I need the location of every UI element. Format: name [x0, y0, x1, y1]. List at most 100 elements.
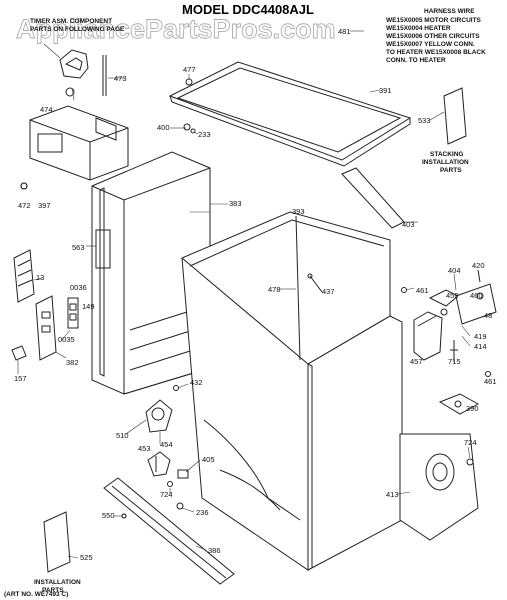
control-board-382 — [35, 295, 67, 361]
pin-437 — [307, 273, 323, 293]
clip-400 — [183, 123, 196, 134]
part-number: 383 — [229, 199, 242, 208]
timer-note: TIMER ASM. COMPONENT PARTS ON FOLLOWING … — [30, 18, 125, 33]
part-number: 481 — [338, 27, 351, 36]
heater-460 — [455, 283, 497, 325]
part-number: 404 — [448, 266, 461, 275]
timer-line: PARTS ON FOLLOWING PAGE — [30, 26, 125, 33]
part-number: 391 — [379, 86, 392, 95]
screw-432 — [173, 385, 179, 391]
part-number: 0036 — [70, 283, 87, 292]
part-number: 157 — [14, 374, 27, 383]
part-number: 414 — [474, 342, 487, 351]
part-number: 405 — [202, 455, 215, 464]
installation-caption: PARTS — [42, 587, 64, 594]
part-number: 413 — [386, 490, 399, 499]
part-715 — [450, 340, 458, 362]
part-number: 459 — [446, 291, 459, 300]
installation-caption: INSTALLATION — [34, 579, 81, 586]
stacking-kit-533 — [443, 87, 467, 145]
part-number: 454 — [160, 440, 173, 449]
front-control-panel-13 — [13, 249, 35, 303]
bracket-453 — [147, 451, 171, 477]
part-number: 533 — [418, 116, 431, 125]
part-number: 233 — [198, 130, 211, 139]
part-number: 390 — [466, 404, 479, 413]
part-number: 403 — [402, 220, 415, 229]
screw-550 — [121, 513, 127, 519]
harness-line: WE15X0005 MOTOR CIRCUITS — [386, 17, 482, 24]
stacking-caption: STACKING — [430, 151, 463, 158]
part-number: 478 — [268, 285, 281, 294]
screw-461-bottom — [485, 371, 491, 377]
part-number: 472 — [18, 201, 31, 210]
rear-panel-413 — [399, 433, 479, 541]
screw-472 — [20, 182, 28, 190]
part-number: 0035 — [58, 335, 75, 344]
timer-line: TIMER ASM. COMPONENT — [30, 18, 112, 25]
part-number: 457 — [410, 357, 423, 366]
screw-724-right — [466, 458, 474, 466]
part-number: 563 — [72, 243, 85, 252]
part-number: 382 — [66, 358, 79, 367]
part-number: 149 — [82, 302, 95, 311]
part-405 — [177, 469, 189, 479]
installation-kit-525 — [43, 511, 71, 573]
motor-bracket-457 — [413, 311, 443, 361]
part-number: 510 — [116, 431, 129, 440]
seal-390 — [438, 393, 480, 415]
part-number: 724 — [160, 490, 173, 499]
timer-motor-assembly — [43, 43, 89, 101]
part-number: 419 — [474, 332, 487, 341]
part-number: 453 — [138, 444, 151, 453]
part-number: 437 — [322, 287, 335, 296]
part-number: 550 — [102, 511, 115, 520]
part-number: 236 — [196, 508, 209, 517]
screw-461-top — [401, 287, 415, 293]
harness-line: TO HEATER WE15X0008 BLACK — [386, 49, 486, 56]
screw-473 — [102, 55, 124, 96]
part-number: 474 — [40, 105, 53, 114]
harness-line: WE15X0006 OTHER CIRCUITS — [386, 33, 480, 40]
screw-724-left — [167, 481, 173, 487]
switch-149 — [67, 297, 79, 329]
cabinet-393 — [181, 211, 403, 571]
part-number: 393 — [292, 207, 305, 216]
stacking-caption: PARTS — [440, 167, 462, 174]
cabinet-housing-397 — [20, 105, 129, 190]
art-number: (ART NO. WE7493 C) — [4, 591, 68, 598]
part-157 — [11, 345, 27, 361]
harness-title: HARNESS WIRE — [424, 8, 475, 15]
part-labels: 481 473 477 391 474 400 233 533 472 397 … — [14, 27, 497, 562]
part-number: 461 — [416, 286, 429, 295]
part-number: 460 — [470, 291, 483, 300]
part-number: 525 — [80, 553, 93, 562]
stacking-caption: INSTALLATION — [422, 159, 469, 166]
diagram-title: MODEL DDC4408AJL — [182, 2, 314, 17]
harness-line: CONN. TO HEATER — [386, 57, 446, 64]
part-number: 473 — [114, 74, 127, 83]
part-number: 461 — [484, 377, 497, 386]
hinge-strip-403 — [341, 167, 418, 229]
harness-line: WE15X0004 HEATER — [386, 25, 451, 32]
part-number: 715 — [448, 357, 461, 366]
harness-wire-note: HARNESS WIRE WE15X0005 MOTOR CIRCUITS WE… — [386, 8, 486, 64]
part-number: 400 — [157, 123, 170, 132]
top-panel-391 — [168, 61, 412, 167]
part-number: 397 — [38, 201, 51, 210]
part-number: 724 — [464, 438, 477, 447]
watermark: AppliancePartsPros.com — [16, 14, 336, 44]
screw-420 — [477, 269, 481, 283]
part-number: 432 — [190, 378, 203, 387]
part-number: 386 — [208, 546, 221, 555]
part-number: 477 — [183, 65, 196, 74]
leader-lines — [17, 30, 471, 559]
part-number: 48 — [484, 311, 492, 320]
idler-454 — [145, 399, 173, 433]
screw-236 — [176, 502, 184, 510]
part-number: 420 — [472, 261, 485, 270]
part-number: 13 — [36, 273, 44, 282]
screw-477 — [185, 74, 193, 86]
harness-line: WE15X0007 YELLOW CONN. — [386, 41, 475, 48]
